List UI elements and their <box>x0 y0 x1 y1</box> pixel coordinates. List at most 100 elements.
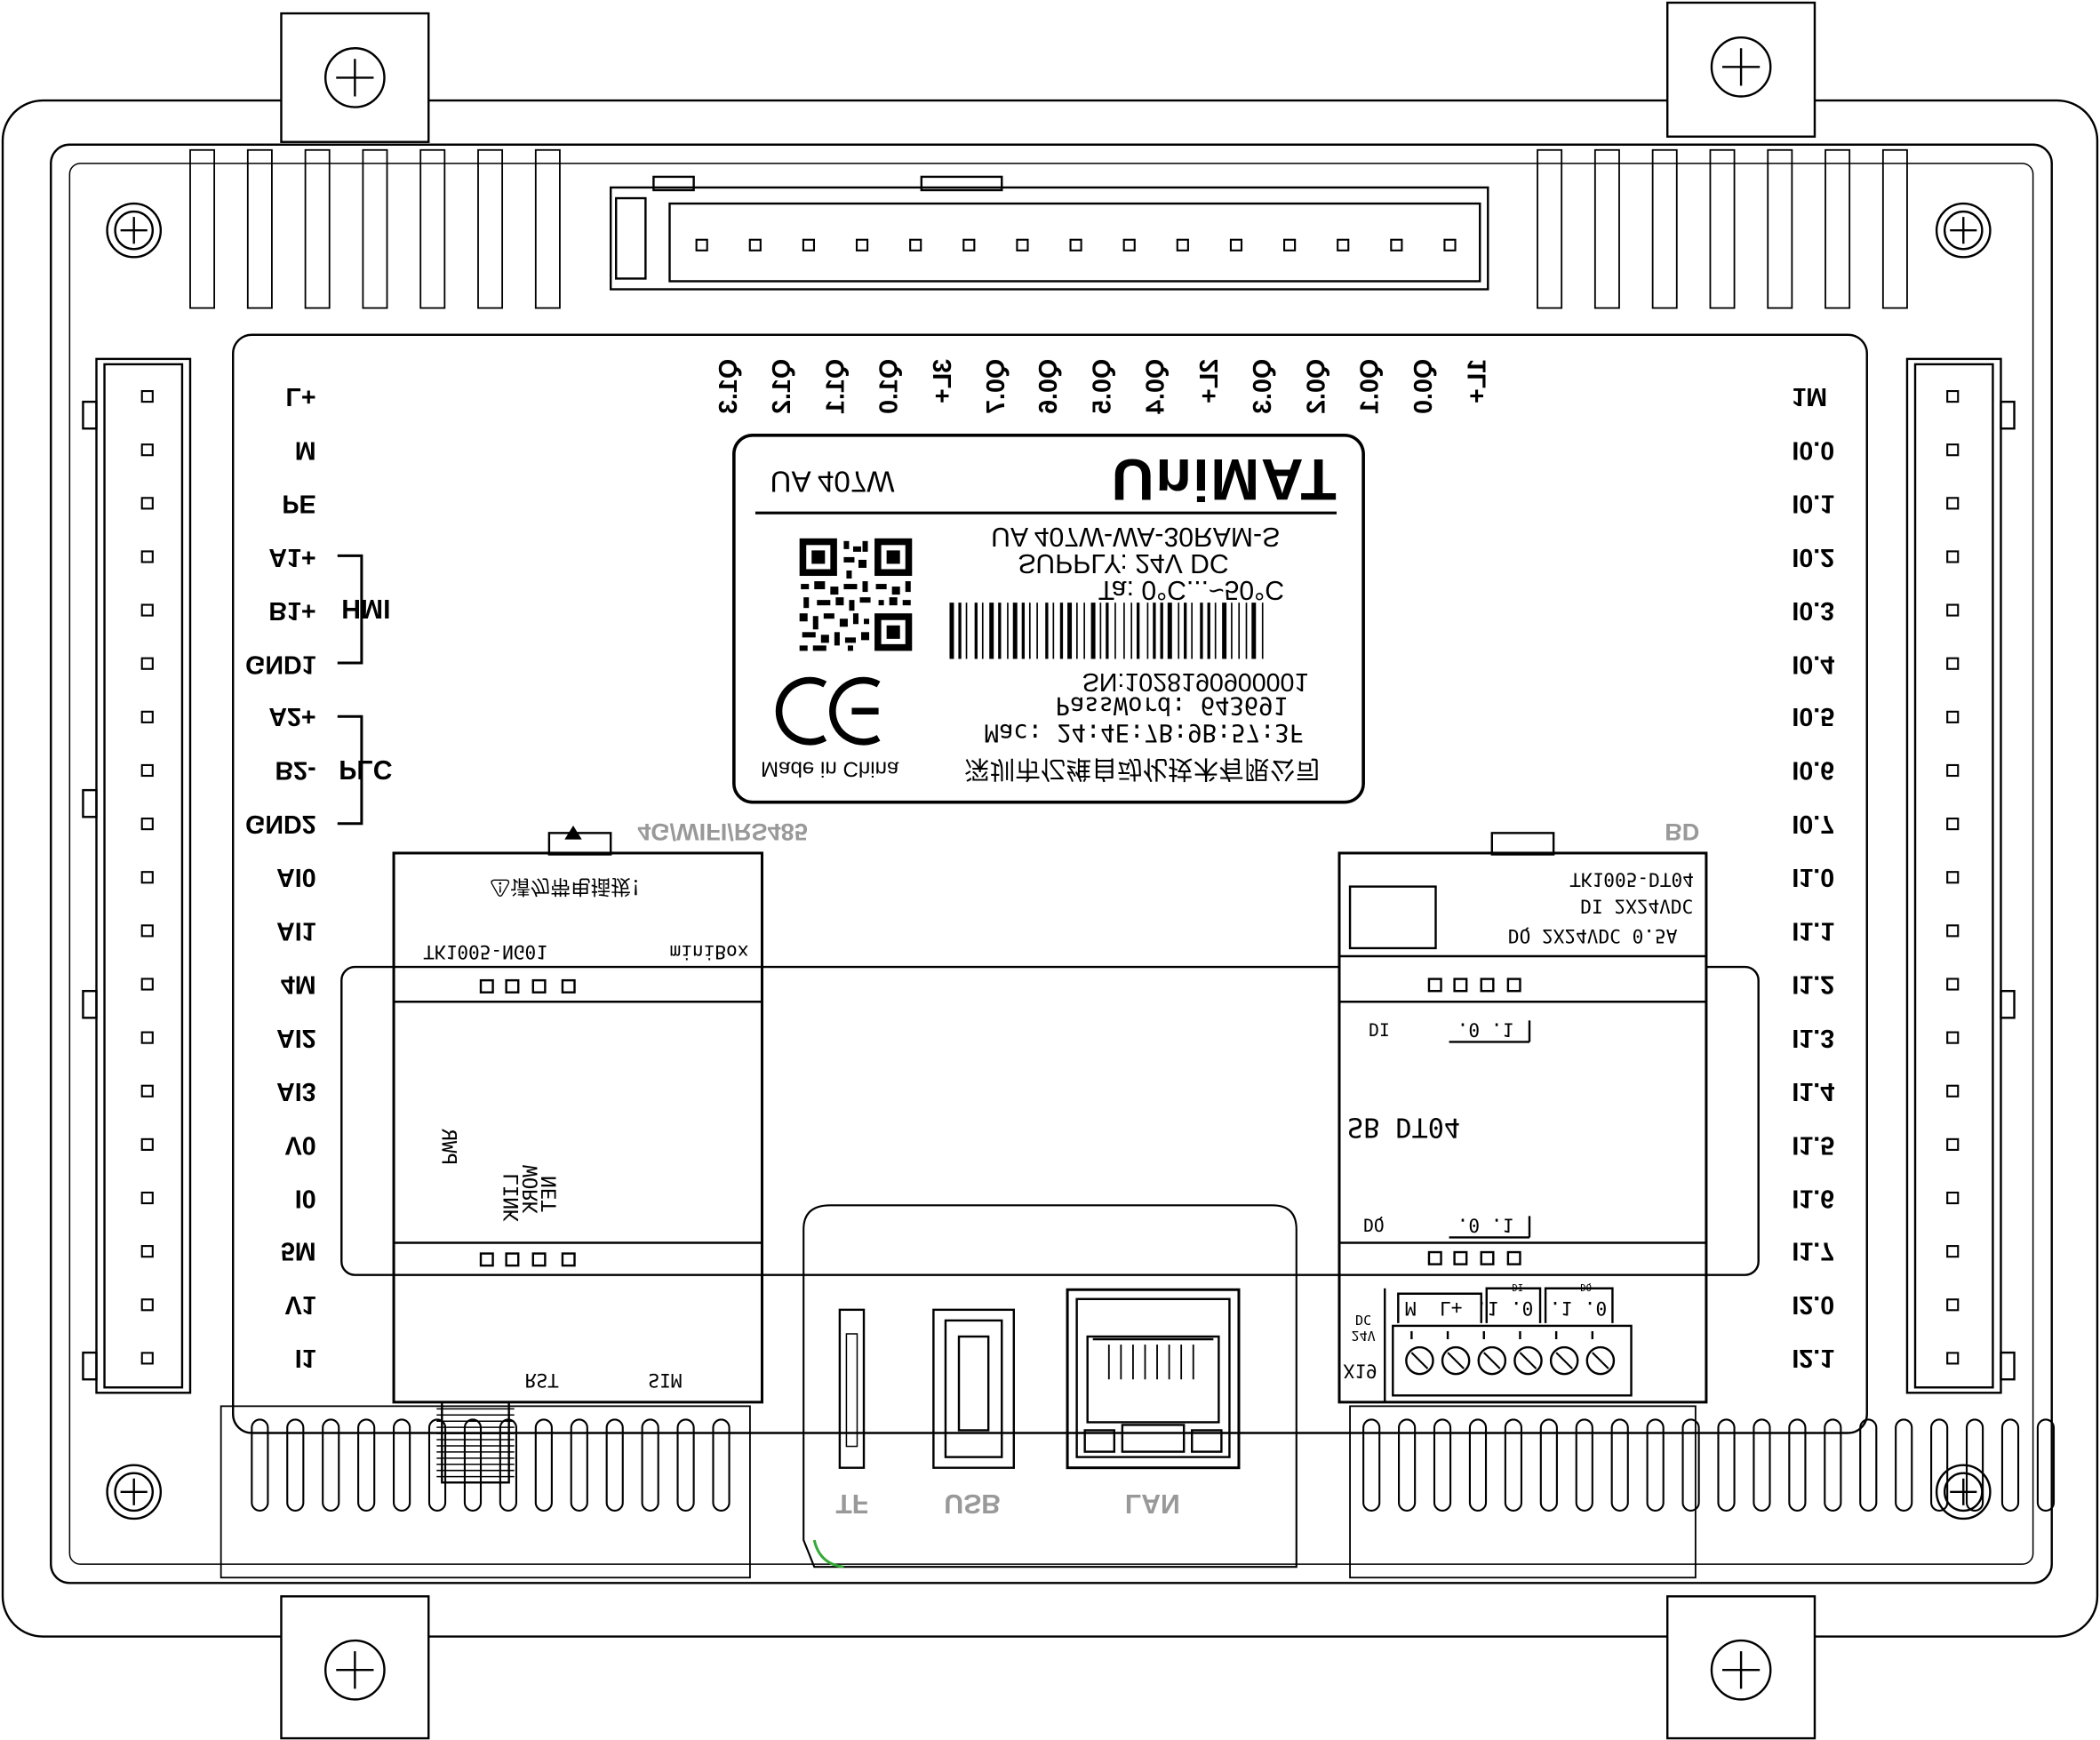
left-terminal-screw <box>140 603 154 617</box>
bd-connector-label: L+ <box>1440 1296 1463 1318</box>
top-terminal-screw <box>1390 238 1403 251</box>
right-terminal-screws <box>1946 389 1960 1365</box>
left-terminal-label: V0 <box>284 1129 316 1158</box>
vent-fins-top-right <box>1537 148 1908 309</box>
tf-slot-icon <box>838 1308 866 1469</box>
port-area <box>802 1204 1298 1568</box>
top-terminal-screw <box>1337 238 1350 251</box>
comm-leds-top <box>479 978 576 994</box>
bd-connector-label: .0 <box>1510 1296 1534 1318</box>
qr-code <box>799 538 913 651</box>
bd-screw <box>1477 1345 1507 1376</box>
bd-conn-group-di: DI <box>1512 1281 1524 1293</box>
right-terminal-label: I2.1 <box>1792 1343 1835 1372</box>
right-terminal-label: 1M <box>1792 381 1828 411</box>
right-terminal-screw <box>1946 1191 1960 1205</box>
vent-slot <box>1930 1418 1949 1512</box>
vent-slot <box>1824 1418 1842 1512</box>
left-terminal-screw <box>140 1298 154 1312</box>
right-terminal-label: I0.4 <box>1792 649 1835 677</box>
rst-label: RST <box>524 1369 559 1391</box>
vent-slot <box>1468 1418 1488 1512</box>
right-terminal-screw <box>1946 1245 1960 1258</box>
top-terminal-label: Q1.0 <box>875 358 904 414</box>
bd-screw <box>1405 1345 1434 1376</box>
right-terminal-screw <box>1946 389 1960 403</box>
top-terminal-screw <box>695 238 708 251</box>
left-terminal-screw <box>140 657 154 670</box>
right-terminal-screw <box>1946 1298 1960 1312</box>
left-terminal-screw <box>140 710 154 723</box>
left-terminal-label: 5M <box>280 1236 316 1265</box>
right-terminal-label: I1.3 <box>1792 1023 1835 1051</box>
right-terminal-label: I0.6 <box>1792 755 1835 785</box>
left-terminal-label: M <box>294 435 316 464</box>
usb-port-icon <box>932 1308 1016 1469</box>
left-terminal-screw <box>140 1191 154 1205</box>
left-terminal-screw <box>140 550 154 563</box>
vent-slot <box>251 1418 269 1512</box>
right-terminal-screw <box>1946 978 1960 991</box>
top-terminal-screw <box>909 238 922 251</box>
lan-label: LAN <box>1124 1488 1180 1518</box>
bd-conn-group-dq: DQ <box>1580 1281 1592 1293</box>
right-terminal-label: I1.1 <box>1792 915 1835 945</box>
bd-leds-bottom <box>1427 1250 1521 1265</box>
vent-slot <box>534 1418 553 1512</box>
left-terminal-label: AI3 <box>276 1076 316 1105</box>
left-terminal-label: I1 <box>294 1343 316 1372</box>
top-terminal-label: Q0.7 <box>982 358 1011 414</box>
bd-dq-spec: DQ 2X24VDC 0.5A <box>1507 923 1678 946</box>
right-terminal-label: I0.5 <box>1792 702 1835 730</box>
left-terminal-label: AI0 <box>276 862 316 891</box>
top-terminal-label: Q0.1 <box>1356 358 1385 414</box>
top-terminal-label: Q0.5 <box>1089 358 1118 414</box>
vent-slot <box>1610 1418 1629 1512</box>
top-terminal-label: Q1.2 <box>768 358 797 414</box>
vent-slot <box>1433 1418 1452 1512</box>
left-terminal-screw <box>140 978 154 991</box>
bd-name: SB DT04 <box>1347 1111 1461 1144</box>
left-terminal-label: AI2 <box>276 1023 316 1051</box>
top-terminal-screw <box>1443 238 1457 251</box>
comm-box-name: miniBox <box>669 939 749 962</box>
left-terminal-label: 4M <box>280 969 316 998</box>
outer-housing <box>1 99 2099 1638</box>
hmi-group-label: HMI <box>341 593 391 623</box>
bd-voltage: 24V DC <box>1351 1311 1376 1343</box>
left-terminal-screw <box>140 1352 154 1365</box>
right-terminal-screw <box>1946 497 1960 510</box>
barcode <box>949 603 1264 659</box>
vent-slot <box>1895 1418 1913 1512</box>
vent-slot <box>499 1418 518 1512</box>
bd-connector-label: .1 <box>1475 1296 1499 1318</box>
vent-slot <box>1859 1418 1878 1512</box>
left-terminal-screw <box>140 818 154 831</box>
vent-slot <box>1753 1418 1771 1512</box>
right-terminal-screw <box>1946 710 1960 723</box>
led-label-pwr: PWR <box>436 1129 461 1166</box>
main-panel <box>232 333 1868 1434</box>
vent-slot <box>1575 1418 1593 1512</box>
vent-slots-bottom-left <box>251 1418 731 1512</box>
made-in-label: Made in China <box>760 756 899 780</box>
left-terminal-screw <box>140 1137 154 1151</box>
right-terminal-label: I1.6 <box>1792 1183 1835 1212</box>
vent-slot <box>2000 1418 2020 1512</box>
vent-slot <box>357 1418 376 1512</box>
comm-led-labels: PWR <box>436 1129 461 1166</box>
vent-slot <box>463 1418 483 1512</box>
slot-title-comm: 4G/WIFI/RS485 <box>637 818 808 845</box>
left-terminal-label: B2- <box>275 755 316 785</box>
slot-title-bd: BD <box>1665 818 1700 845</box>
right-terminal-label: I1.4 <box>1792 1076 1835 1105</box>
top-terminal-screw <box>1176 238 1189 251</box>
top-terminal-screw <box>802 238 816 251</box>
comm-leds-status <box>479 1252 576 1267</box>
vent-slot <box>1504 1418 1523 1512</box>
right-terminal-block <box>1905 357 2016 1394</box>
top-terminal-label: Q0.3 <box>1250 358 1278 414</box>
top-terminal-screw <box>1283 238 1297 251</box>
left-terminal-screw <box>140 871 154 884</box>
top-terminal-label: Q0.2 <box>1303 358 1331 414</box>
